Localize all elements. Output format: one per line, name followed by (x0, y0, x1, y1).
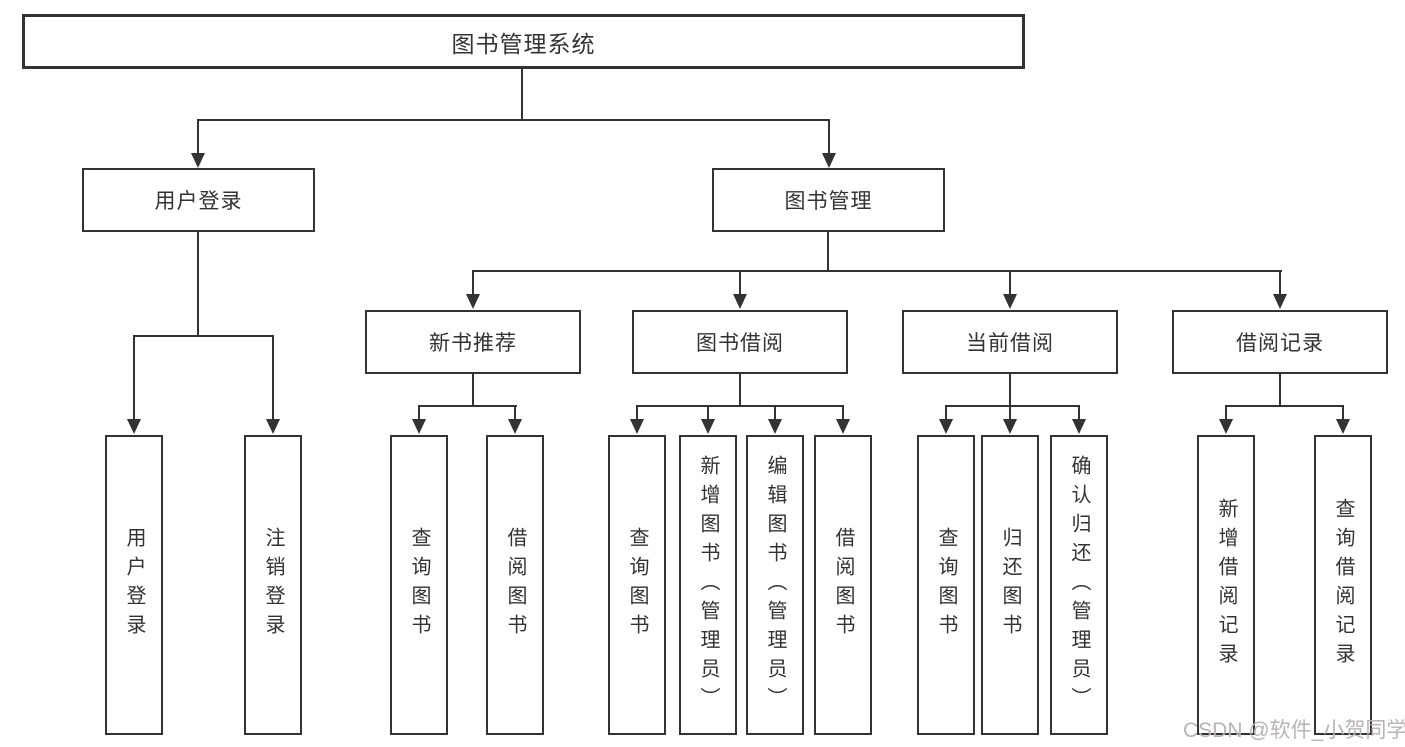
csdn-watermark: CSDN @软件_小贺同学 (1183, 719, 1405, 742)
leaf-bor-add-books-admin-label: 新增图书（管理员） (697, 454, 719, 716)
arrowhead-book-mgmt-icon (822, 153, 836, 168)
connector-login-leaf1 (133, 335, 135, 420)
connector-to-book-borrow (739, 270, 741, 296)
leaf-cur-query-books-label: 查询图书 (935, 527, 957, 643)
node-new-book-rec-label: 新书推荐 (429, 332, 517, 355)
connector-recd-stem (1279, 374, 1281, 407)
leaf-rec-query-books-label: 查询图书 (408, 527, 430, 643)
arrowhead-cur-leaf1-icon (939, 419, 953, 434)
connector-bor-leaf4 (842, 405, 844, 420)
leaf-logout: 注销登录 (244, 435, 302, 735)
connector-rec-stem (472, 374, 474, 407)
leaf-cur-return-books: 归还图书 (981, 435, 1039, 735)
arrowhead-user-login-icon (191, 153, 205, 168)
node-current-borrow-label: 当前借阅 (966, 332, 1054, 355)
leaf-cur-return-books-label: 归还图书 (999, 527, 1021, 643)
connector-bor-leaf2 (707, 405, 709, 420)
leaf-bor-borrow-books-label: 借阅图书 (832, 527, 854, 643)
node-user-login-label: 用户登录 (154, 190, 243, 213)
connector-to-new-book-rec (472, 270, 474, 296)
arrowhead-recd-leaf2-icon (1336, 419, 1350, 434)
connector-root-stem (521, 69, 523, 120)
arrowhead-book-borrow-icon (733, 294, 747, 309)
connector-to-user-login (197, 119, 199, 155)
arrowhead-current-borrow-icon (1003, 294, 1017, 309)
connector-to-current-borrow (1009, 270, 1011, 296)
connector-bor-leaf3 (774, 405, 776, 420)
leaf-bor-edit-books-admin: 编辑图书（管理员） (746, 435, 804, 735)
connector-cur-leaf2 (1009, 405, 1011, 420)
leaf-user-login-label: 用户登录 (123, 527, 145, 643)
arrowhead-cur-leaf3-icon (1072, 419, 1086, 434)
connector-rec-leaf2 (514, 405, 516, 420)
node-new-book-rec: 新书推荐 (365, 310, 581, 374)
leaf-rec-borrow-books-label: 借阅图书 (504, 527, 526, 643)
leaf-bor-edit-books-admin-label: 编辑图书（管理员） (764, 454, 786, 716)
connector-login-stem (197, 232, 199, 337)
connector-cur-leaf3 (1078, 405, 1080, 420)
leaf-cur-confirm-return-admin-label: 确认归还（管理员） (1068, 454, 1090, 716)
connector-login-bar (133, 335, 274, 337)
connector-recd-leaf1 (1225, 405, 1227, 420)
leaf-bor-query-books: 查询图书 (608, 435, 666, 735)
leaf-query-borrow-record-label: 查询借阅记录 (1332, 498, 1354, 672)
leaf-rec-query-books: 查询图书 (390, 435, 448, 735)
leaf-bor-query-books-label: 查询图书 (626, 527, 648, 643)
node-root-label: 图书管理系统 (451, 30, 596, 57)
connector-recd-bar (1225, 405, 1344, 407)
leaf-logout-label: 注销登录 (262, 527, 284, 643)
connector-cur-leaf1 (945, 405, 947, 420)
connector-mgmt-bar (472, 270, 1282, 272)
arrowhead-bor-leaf1-icon (630, 419, 644, 434)
arrowhead-rec-leaf2-icon (508, 419, 522, 434)
node-book-borrow: 图书借阅 (632, 310, 848, 374)
arrowhead-bor-leaf3-icon (768, 419, 782, 434)
node-book-mgmt-label: 图书管理 (784, 190, 873, 213)
connector-cur-stem (1009, 374, 1011, 407)
node-borrow-records: 借阅记录 (1172, 310, 1388, 374)
node-book-mgmt: 图书管理 (712, 168, 945, 232)
arrowhead-login-leaf1-icon (127, 419, 141, 434)
connector-cur-bar (945, 405, 1080, 407)
leaf-cur-query-books: 查询图书 (917, 435, 975, 735)
connector-bor-leaf1 (636, 405, 638, 420)
arrowhead-bor-leaf2-icon (701, 419, 715, 434)
connector-login-leaf2 (272, 335, 274, 420)
connector-to-book-mgmt (828, 119, 830, 155)
leaf-bor-borrow-books: 借阅图书 (814, 435, 872, 735)
connector-root-bar (197, 119, 830, 121)
connector-rec-leaf1 (418, 405, 420, 420)
leaf-cur-confirm-return-admin: 确认归还（管理员） (1050, 435, 1108, 735)
leaf-query-borrow-record: 查询借阅记录 (1314, 435, 1372, 735)
arrowhead-new-book-rec-icon (466, 294, 480, 309)
leaf-add-borrow-record: 新增借阅记录 (1197, 435, 1255, 735)
arrowhead-borrow-records-icon (1273, 294, 1287, 309)
arrowhead-rec-leaf1-icon (412, 419, 426, 434)
arrowhead-bor-leaf4-icon (836, 419, 850, 434)
node-current-borrow: 当前借阅 (902, 310, 1118, 374)
node-book-borrow-label: 图书借阅 (696, 332, 784, 355)
connector-to-borrow-records (1279, 270, 1281, 296)
connector-bor-bar (636, 405, 844, 407)
arrowhead-recd-leaf1-icon (1219, 419, 1233, 434)
arrowhead-cur-leaf2-icon (1003, 419, 1017, 434)
connector-mgmt-stem (827, 232, 829, 272)
connector-rec-bar (418, 405, 517, 407)
leaf-bor-add-books-admin: 新增图书（管理员） (679, 435, 737, 735)
leaf-rec-borrow-books: 借阅图书 (486, 435, 544, 735)
connector-bor-stem (739, 374, 741, 407)
node-borrow-records-label: 借阅记录 (1236, 332, 1324, 355)
connector-recd-leaf2 (1342, 405, 1344, 420)
leaf-user-login: 用户登录 (105, 435, 163, 735)
node-user-login: 用户登录 (82, 168, 315, 232)
leaf-add-borrow-record-label: 新增借阅记录 (1215, 498, 1237, 672)
node-root: 图书管理系统 (22, 14, 1025, 69)
arrowhead-login-leaf2-icon (266, 419, 280, 434)
